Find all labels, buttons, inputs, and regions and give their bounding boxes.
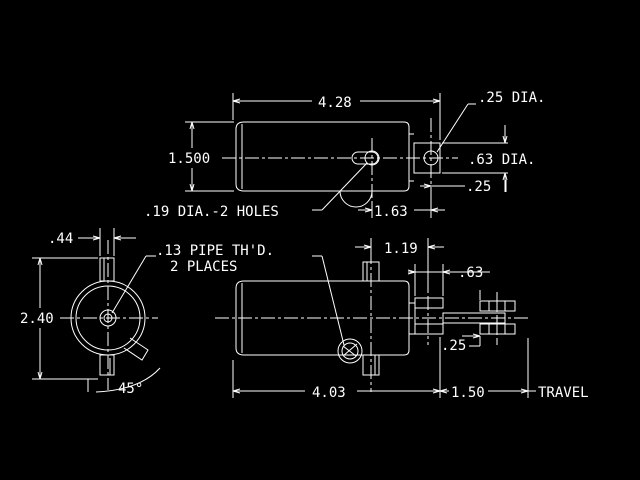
- dim-length-428: 4.28: [318, 95, 352, 111]
- dim-hole-offset: 1.63: [374, 204, 408, 220]
- dim-end-height: 2.40: [20, 311, 54, 327]
- label-pipe-thread: .13 PIPE TH'D.: [156, 243, 274, 259]
- label-rod-hole-dia: .25 DIA.: [478, 90, 545, 106]
- label-pipe-thread-qty: 2 PLACES: [170, 259, 237, 275]
- side-body: [235, 280, 410, 356]
- dim-height-1500: 1.500: [168, 151, 210, 167]
- dim-clevis: .25: [441, 338, 466, 354]
- dim-end-width: .44: [48, 231, 73, 247]
- dim-port-offset: 1.19: [384, 241, 418, 257]
- dim-rod-length: .63: [458, 265, 483, 281]
- side-view: .13 PIPE TH'D. 2 PLACES 1.19 .63 .25 4.0…: [111, 238, 589, 401]
- dim-stroke: 1.50: [451, 385, 485, 401]
- label-mount-holes: .19 DIA.-2 HOLES: [144, 204, 279, 220]
- label-travel: TRAVEL: [538, 385, 589, 401]
- label-port-angle: 45°: [118, 381, 143, 397]
- top-body: [235, 121, 410, 192]
- top-view: 4.28 1.500 .25 DIA. .63 DIA. .25 .19 DIA…: [144, 90, 545, 220]
- dim-rod-offset: .25: [466, 179, 491, 195]
- end-view: .44 2.40 45°: [20, 228, 161, 397]
- label-rod-dia: .63 DIA.: [468, 152, 535, 168]
- dim-body-length: 4.03: [312, 385, 346, 401]
